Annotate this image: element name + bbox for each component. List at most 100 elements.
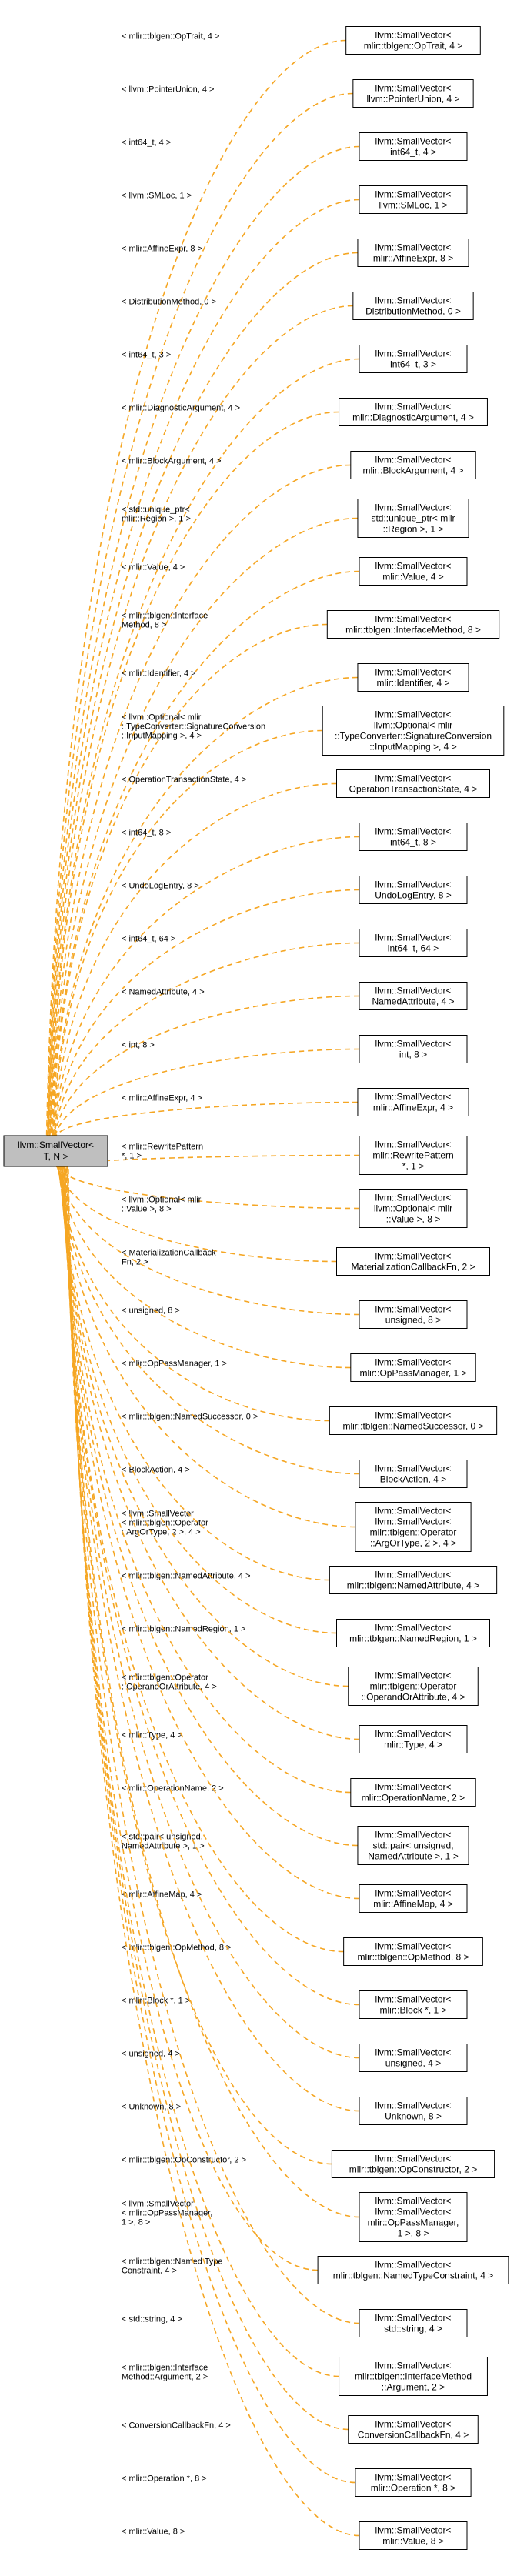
class-box[interactable]: [355, 2468, 472, 2497]
class-box[interactable]: [331, 2150, 495, 2178]
class-box[interactable]: [350, 1353, 476, 1382]
class-box[interactable]: [343, 1937, 483, 1966]
class-node[interactable]: llvm::SmallVector<OperationTransactionSt…: [336, 769, 490, 798]
class-box[interactable]: [359, 2309, 468, 2337]
class-node[interactable]: llvm::SmallVector<llvm::Optional< mlir::…: [322, 706, 505, 756]
class-node[interactable]: llvm::SmallVector<UndoLogEntry, 8 >: [359, 876, 468, 904]
class-box[interactable]: [336, 1247, 490, 1276]
class-node[interactable]: llvm::SmallVector<ConversionCallbackFn, …: [348, 2415, 479, 2444]
class-box[interactable]: [317, 2256, 509, 2284]
class-node[interactable]: llvm::SmallVector<mlir::Value, 4 >: [359, 557, 468, 586]
class-box[interactable]: [336, 1619, 490, 1647]
class-box[interactable]: [326, 610, 500, 639]
class-node[interactable]: llvm::SmallVector<mlir::Identifier, 4 >: [357, 663, 469, 692]
class-node[interactable]: llvm::SmallVector<int, 8 >: [359, 1035, 468, 1063]
class-box[interactable]: [352, 79, 474, 108]
class-node[interactable]: llvm::SmallVector<NamedAttribute, 4 >: [359, 982, 468, 1010]
class-box[interactable]: [359, 1189, 468, 1228]
class-node[interactable]: llvm::SmallVector<mlir::tblgen::OpConstr…: [331, 2150, 495, 2178]
class-box[interactable]: [359, 1990, 468, 2019]
edge-label-line: < mlir::tblgen::Interface: [122, 612, 208, 621]
class-node[interactable]: llvm::SmallVector<std::unique_ptr< mlir:…: [357, 499, 469, 538]
class-node[interactable]: llvm::SmallVector<mlir::tblgen::OpTrait,…: [345, 26, 481, 55]
class-node[interactable]: llvm::SmallVector<mlir::DiagnosticArgume…: [339, 398, 488, 426]
class-box[interactable]: [359, 1035, 468, 1063]
class-node[interactable]: llvm::SmallVector<mlir::tblgen::Interfac…: [326, 610, 500, 639]
class-box[interactable]: [339, 2357, 488, 2396]
class-box[interactable]: [357, 499, 469, 538]
class-box[interactable]: [355, 1502, 472, 1552]
class-node[interactable]: llvm::SmallVector<llvm::Optional< mlir::…: [359, 1189, 468, 1228]
class-node[interactable]: llvm::SmallVector<mlir::OperationName, 2…: [350, 1778, 476, 1807]
class-box[interactable]: [359, 1884, 468, 1913]
class-node[interactable]: llvm::SmallVector<llvm::SmallVector<mlir…: [355, 1502, 472, 1552]
class-box[interactable]: [345, 26, 481, 55]
class-box[interactable]: [322, 706, 505, 756]
class-node[interactable]: llvm::SmallVector<mlir::Value, 8 >: [359, 2521, 468, 2550]
class-node[interactable]: llvm::SmallVector<mlir::tblgen::Interfac…: [339, 2357, 488, 2396]
class-box[interactable]: [359, 2192, 468, 2242]
class-box[interactable]: [357, 239, 469, 267]
class-node[interactable]: llvm::SmallVector<mlir::RewritePattern *…: [359, 1136, 468, 1175]
class-node[interactable]: llvm::SmallVector<mlir::tblgen::NamedTyp…: [317, 2256, 509, 2284]
class-box[interactable]: [357, 1088, 469, 1116]
class-box[interactable]: [359, 185, 468, 214]
class-node[interactable]: llvm::SmallVector<mlir::Operation *, 8 >: [355, 2468, 472, 2497]
class-node[interactable]: llvm::SmallVector<llvm::PointerUnion, 4 …: [352, 79, 474, 108]
class-node[interactable]: llvm::SmallVector<MaterializationCallbac…: [336, 1247, 490, 1276]
class-node[interactable]: llvm::SmallVector<mlir::tblgen::NamedAtt…: [329, 1566, 498, 1594]
class-name-line: llvm::SmallVector<: [375, 1570, 451, 1580]
class-node[interactable]: llvm::SmallVector<mlir::AffineMap, 4 >: [359, 1884, 468, 1913]
class-node[interactable]: llvm::SmallVector<unsigned, 8 >: [359, 1300, 468, 1329]
class-box[interactable]: [352, 292, 474, 320]
root-node[interactable]: llvm::SmallVector<T, N >: [3, 1135, 108, 1167]
class-node[interactable]: llvm::SmallVector<int64_t, 3 >: [359, 345, 468, 373]
class-node[interactable]: llvm::SmallVector<llvm::SMLoc, 1 >: [359, 185, 468, 214]
class-box[interactable]: [359, 132, 468, 161]
class-box[interactable]: [357, 663, 469, 692]
class-node[interactable]: llvm::SmallVector<Unknown, 8 >: [359, 2097, 468, 2125]
class-box[interactable]: [359, 1300, 468, 1329]
class-node[interactable]: llvm::SmallVector<mlir::BlockArgument, 4…: [350, 451, 476, 479]
class-node[interactable]: llvm::SmallVector<mlir::tblgen::Operator…: [348, 1667, 479, 1706]
class-node[interactable]: llvm::SmallVector<BlockAction, 4 >: [359, 1460, 468, 1488]
class-node[interactable]: llvm::SmallVector<mlir::tblgen::NamedReg…: [336, 1619, 490, 1647]
class-box[interactable]: [359, 2097, 468, 2125]
class-box[interactable]: [359, 823, 468, 851]
class-node[interactable]: llvm::SmallVector<mlir::Block *, 1 >: [359, 1990, 468, 2019]
class-box[interactable]: [359, 1460, 468, 1488]
class-box[interactable]: [329, 1406, 498, 1435]
class-box[interactable]: [348, 2415, 479, 2444]
class-node[interactable]: llvm::SmallVector<DistributionMethod, 0 …: [352, 292, 474, 320]
class-box[interactable]: [329, 1566, 498, 1594]
class-box[interactable]: [357, 1826, 469, 1865]
class-box[interactable]: [359, 1136, 468, 1175]
class-node[interactable]: llvm::SmallVector<mlir::AffineExpr, 8 >: [357, 239, 469, 267]
class-box[interactable]: [359, 2521, 468, 2550]
class-node[interactable]: llvm::SmallVector<unsigned, 4 >: [359, 2044, 468, 2072]
class-box[interactable]: [350, 451, 476, 479]
class-node[interactable]: llvm::SmallVector<int64_t, 8 >: [359, 823, 468, 851]
class-node[interactable]: llvm::SmallVector<int64_t, 4 >: [359, 132, 468, 161]
class-box[interactable]: [359, 929, 468, 957]
class-node[interactable]: llvm::SmallVector<int64_t, 64 >: [359, 929, 468, 957]
class-box[interactable]: [339, 398, 488, 426]
class-node[interactable]: llvm::SmallVector<mlir::OpPassManager, 1…: [350, 1353, 476, 1382]
class-node[interactable]: llvm::SmallVector<mlir::tblgen::OpMethod…: [343, 1937, 483, 1966]
class-box[interactable]: [359, 876, 468, 904]
root-class-box[interactable]: [3, 1135, 108, 1167]
class-box[interactable]: [350, 1778, 476, 1807]
class-node[interactable]: llvm::SmallVector<std::pair< unsigned,Na…: [357, 1826, 469, 1865]
class-node[interactable]: llvm::SmallVector<llvm::SmallVector<mlir…: [359, 2192, 468, 2242]
class-box[interactable]: [336, 769, 490, 798]
class-node[interactable]: llvm::SmallVector<std::string, 4 >: [359, 2309, 468, 2337]
class-box[interactable]: [359, 557, 468, 586]
class-box[interactable]: [359, 2044, 468, 2072]
class-box[interactable]: [359, 982, 468, 1010]
class-node[interactable]: llvm::SmallVector<mlir::tblgen::NamedSuc…: [329, 1406, 498, 1435]
class-node[interactable]: llvm::SmallVector<mlir::AffineExpr, 4 >: [357, 1088, 469, 1116]
class-node[interactable]: llvm::SmallVector<mlir::Type, 4 >: [359, 1725, 468, 1753]
class-box[interactable]: [348, 1667, 479, 1706]
class-box[interactable]: [359, 1725, 468, 1753]
class-box[interactable]: [359, 345, 468, 373]
